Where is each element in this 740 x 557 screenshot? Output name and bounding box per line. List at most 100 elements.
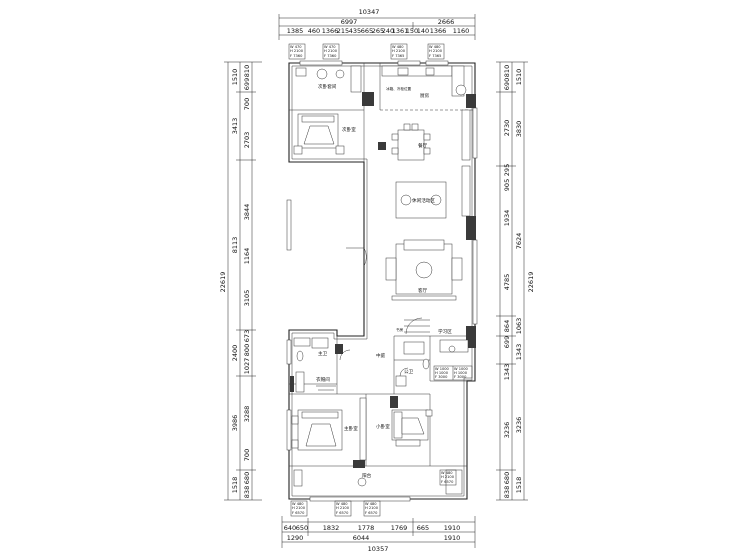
label-study-area: 学习区 [438,328,452,335]
right-total-dimension: 22619 [527,272,535,293]
svg-text:1160: 1160 [453,27,470,35]
svg-text:838: 838 [503,486,511,498]
master-bath-fixtures [293,337,329,362]
svg-text:H 1000: H 1000 [454,371,468,375]
left-dim-row1: 1510 3413 8113 2400 3986 1518 [231,69,239,494]
svg-text:265: 265 [372,27,384,35]
svg-text:W 480: W 480 [429,45,441,49]
svg-text:700: 700 [243,449,251,461]
svg-text:1934: 1934 [503,210,511,227]
living-room-furniture [385,239,463,301]
guest-bath-fixtures [395,341,430,387]
right-dim-row2: 810 690 2730 295 905 1934 4785 864 699 1… [503,65,511,498]
svg-text:810: 810 [503,65,511,77]
window-tag-top-3: W 480 H 2100 F 7365 [390,43,408,60]
label-guest-bath: 公卫 [404,369,414,375]
svg-text:H 2100: H 2100 [290,49,304,53]
balcony-furniture [293,469,463,495]
svg-text:H 1000: H 1000 [435,371,449,375]
svg-text:699: 699 [243,78,251,90]
dressing-room-rails [295,371,336,393]
svg-text:3288: 3288 [243,406,251,423]
svg-text:F 7365: F 7365 [392,54,404,58]
study-furniture [404,319,469,353]
bottom-dimension-lines [281,516,476,548]
label-study: 书房 [396,327,404,332]
label-secondary-suite: 次卧套间 [318,83,337,90]
svg-text:W 480: W 480 [441,471,453,475]
window-tag-bottom-2: W 480 H 2100 F 6570 [334,500,352,517]
svg-text:1910: 1910 [444,534,461,542]
bottom-total-dimension: 10357 [368,545,389,553]
svg-text:1385: 1385 [287,27,304,35]
svg-text:1910: 1910 [444,524,461,532]
bottom-dim-row1: 640 650 1832 1778 1769 665 1910 [284,524,460,532]
right-dim-row1: 1510 3830 7624 1063 1343 3236 1518 [515,69,523,494]
label-dining: 餐厅 [418,142,428,149]
svg-text:680: 680 [243,472,251,484]
window-tag-top-2: W 470 H 2100 F 7360 [322,43,340,60]
svg-text:140: 140 [417,27,429,35]
svg-text:1063: 1063 [515,318,523,335]
svg-text:3830: 3830 [515,121,523,138]
svg-text:1164: 1164 [243,248,251,265]
svg-text:2400: 2400 [231,345,239,362]
svg-text:650: 650 [296,524,308,532]
svg-text:6044: 6044 [353,534,370,542]
top-dim-2: 2666 [438,18,455,26]
structural-columns [290,92,476,468]
top-dim-1: 6997 [341,18,358,26]
svg-text:1366: 1366 [430,27,447,35]
right-dimension-lines [496,61,528,501]
label-master-bath: 主卫 [318,350,328,357]
svg-text:295: 295 [503,164,511,176]
window-tag-right: W 1000 H 1000 F 3000 W 1000 H 1000 F 300… [433,365,473,381]
bottom-dim-row2: 1290 6044 1910 [287,534,461,542]
svg-text:F 6570: F 6570 [292,511,305,515]
svg-text:150: 150 [406,27,418,35]
svg-text:W 1000: W 1000 [435,367,450,371]
svg-text:905: 905 [503,179,511,191]
svg-text:1343: 1343 [503,364,511,381]
svg-text:F 6570: F 6570 [441,480,454,484]
svg-text:1027: 1027 [243,358,251,375]
svg-text:3986: 3986 [231,415,239,432]
svg-text:H 2100: H 2100 [324,49,338,53]
window-tag-bottom-1: W 480 H 2100 F 6570 [290,500,308,517]
svg-text:864: 864 [503,320,511,332]
small-bedroom-furniture [391,409,433,447]
svg-text:800: 800 [243,344,251,356]
svg-text:W 470: W 470 [324,45,336,49]
dining-table [391,123,431,161]
label-dressing: 衣帽间 [316,376,330,383]
svg-text:3236: 3236 [503,422,511,439]
svg-text:4785: 4785 [503,274,511,291]
svg-text:H 2100: H 2100 [429,49,443,53]
svg-text:3236: 3236 [515,417,523,434]
svg-text:1510: 1510 [231,69,239,86]
svg-text:1518: 1518 [515,477,523,494]
kitchen-furniture [381,65,471,217]
label-balcony: 阳台 [362,472,372,479]
svg-text:215: 215 [337,27,349,35]
svg-text:1778: 1778 [358,524,375,532]
svg-text:1832: 1832 [323,524,340,532]
svg-text:3413: 3413 [231,118,239,135]
svg-text:H 2100: H 2100 [292,506,306,510]
label-second-bedroom: 次卧室 [342,126,356,133]
label-fridge: 冰箱、冷柜位置 [386,86,412,91]
window-tag-balcony-right: W 480 H 2100 F 6570 [439,469,457,486]
svg-text:H 2100: H 2100 [365,506,379,510]
label-central: 中庭 [376,352,386,359]
svg-text:460: 460 [308,27,320,35]
top-total-dimension: 10347 [359,8,380,16]
label-kitchen: 厨房 [420,92,430,99]
svg-text:3844: 3844 [243,204,251,221]
master-bedroom-furniture [291,397,367,461]
svg-text:8113: 8113 [231,237,239,254]
svg-text:1290: 1290 [287,534,304,542]
svg-text:838: 838 [243,486,251,498]
svg-text:700: 700 [243,98,251,110]
svg-text:F 7360: F 7360 [290,54,303,58]
